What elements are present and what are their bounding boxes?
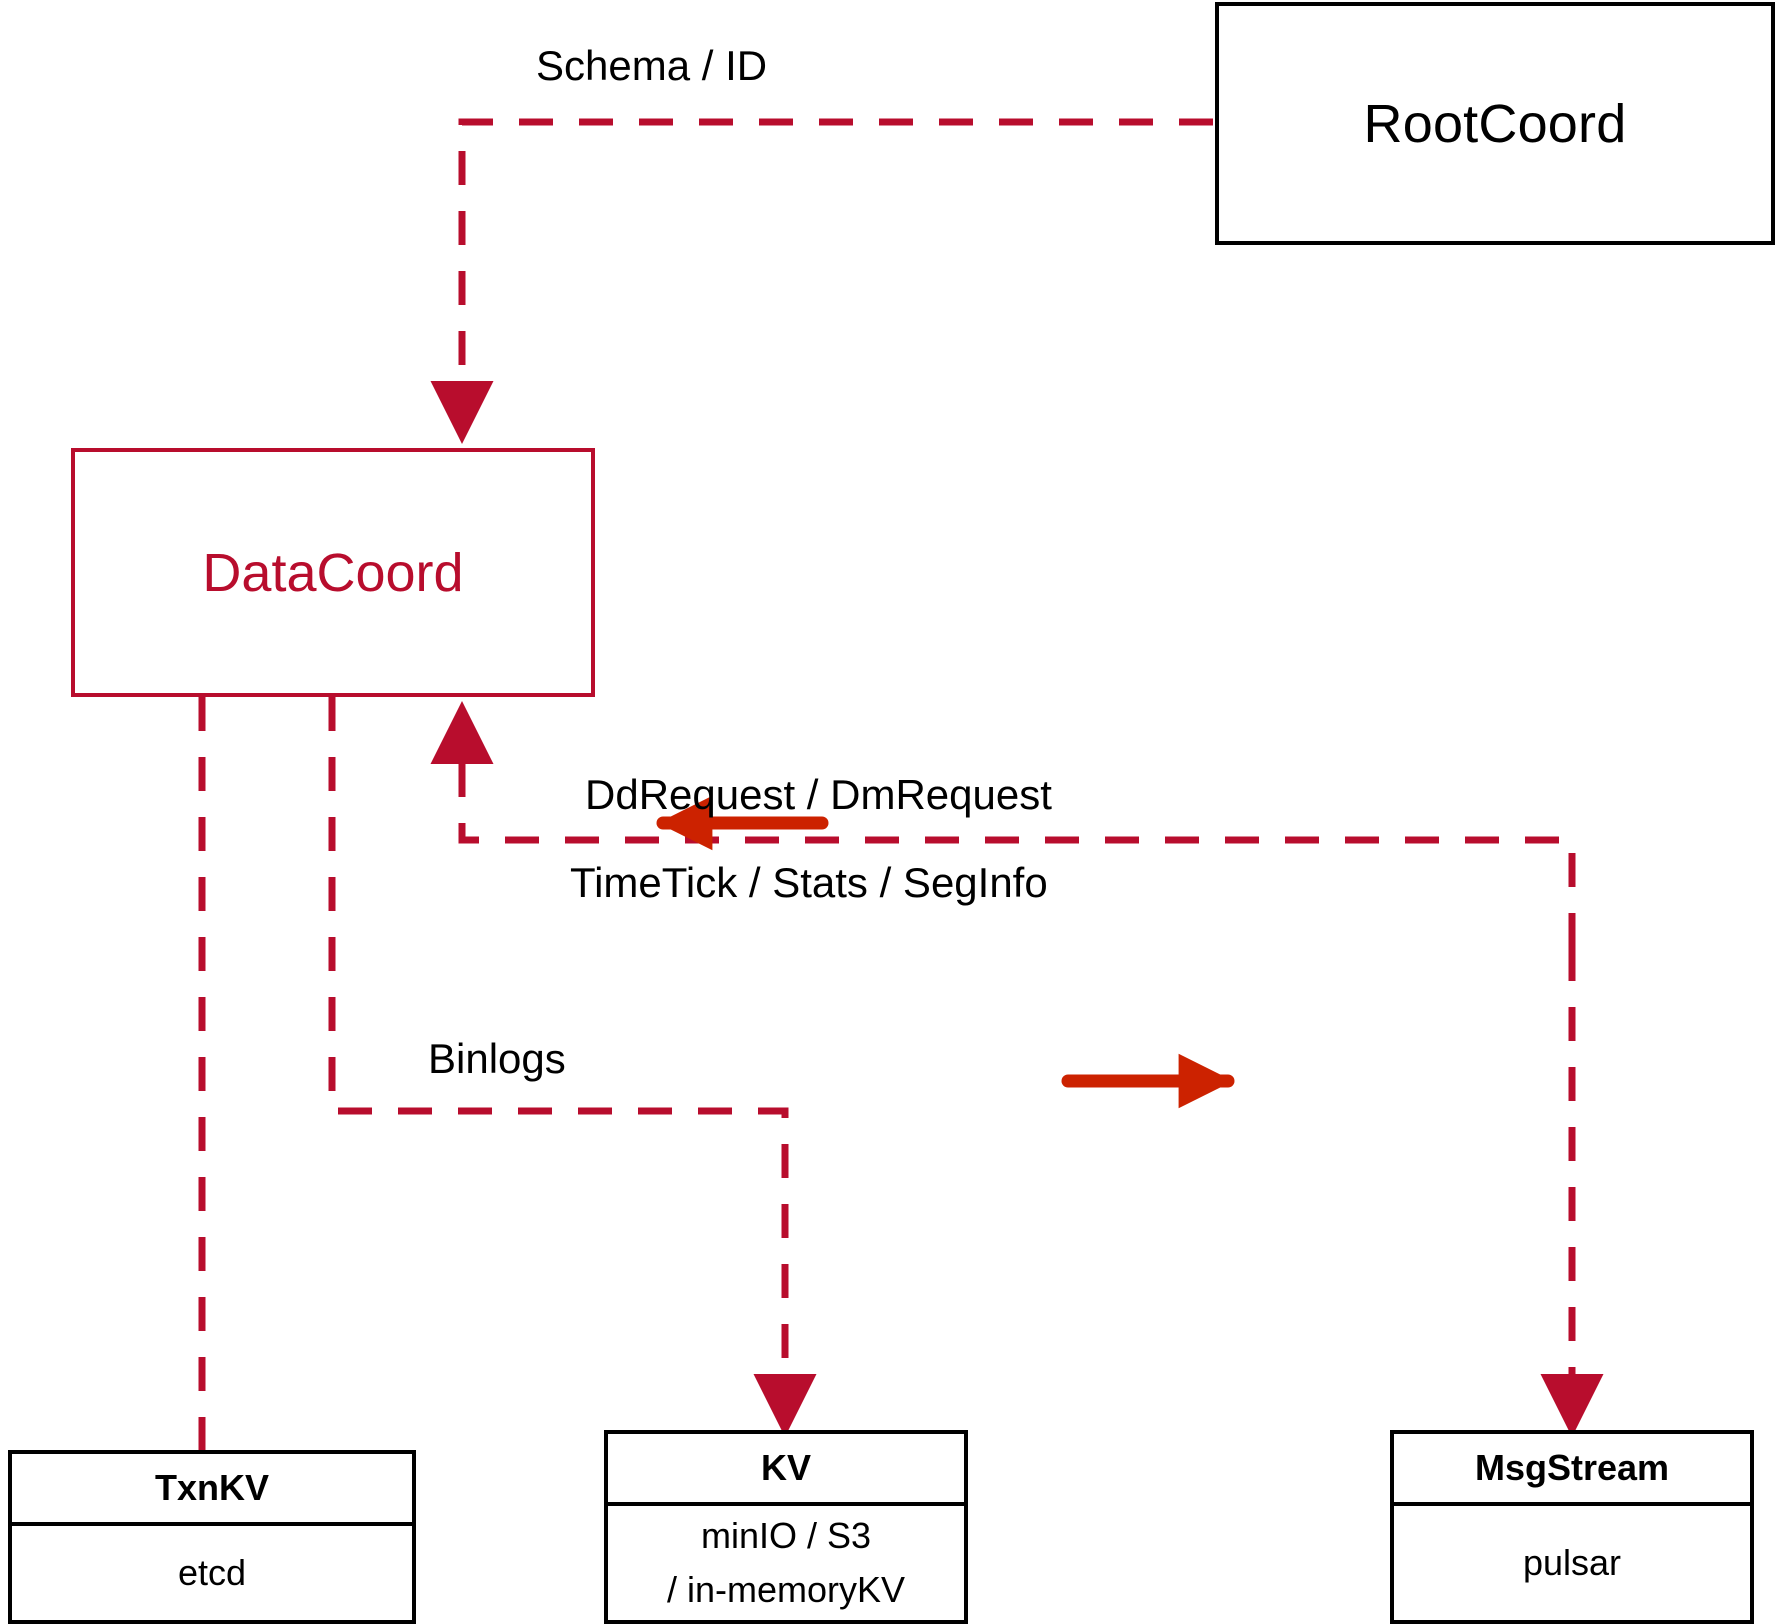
edge-label-binlogs-text: Binlogs xyxy=(428,1035,566,1082)
node-txnkv-body: etcd xyxy=(12,1526,412,1620)
node-msgstream-body-line-1: pulsar xyxy=(1522,1542,1622,1583)
node-datacoord-label-wrap: DataCoord xyxy=(75,452,591,693)
node-datacoord[interactable]: DataCoord xyxy=(71,448,595,697)
node-kv-body: minIO / S3 / in-memoryKV xyxy=(608,1506,964,1620)
edge-label-schema-id-text: Schema / ID xyxy=(536,42,768,89)
node-kv-header: KV xyxy=(608,1434,964,1502)
node-txnkv[interactable]: TxnKV etcd xyxy=(8,1450,416,1624)
node-msgstream-divider xyxy=(1394,1502,1750,1506)
node-kv-header-label: KV xyxy=(760,1447,811,1488)
node-msgstream-header: MsgStream xyxy=(1394,1434,1750,1502)
edge-label-ddrequest-text: DdRequest / DmRequest xyxy=(585,771,1052,818)
node-kv-divider xyxy=(608,1502,964,1506)
edge-schema-id xyxy=(430,118,1213,444)
node-txnkv-header: TxnKV xyxy=(12,1454,412,1522)
node-rootcoord-label: RootCoord xyxy=(1363,93,1627,154)
node-txnkv-divider xyxy=(12,1522,412,1526)
node-kv-body-line-2: / in-memoryKV xyxy=(666,1569,906,1610)
node-rootcoord[interactable]: RootCoord xyxy=(1215,2,1775,245)
node-kv-body-line-1: minIO / S3 xyxy=(700,1515,872,1556)
node-rootcoord-label-wrap: RootCoord xyxy=(1219,6,1771,241)
node-msgstream-header-label: MsgStream xyxy=(1474,1447,1670,1488)
edge-label-timetick-text: TimeTick / Stats / SegInfo xyxy=(570,859,1048,906)
node-txnkv-header-label: TxnKV xyxy=(154,1467,269,1508)
node-txnkv-body-line-1: etcd xyxy=(177,1552,247,1593)
edge-label-binlogs: Binlogs xyxy=(428,1038,566,1080)
edge-label-schema-id: Schema / ID xyxy=(536,45,767,87)
edge-msgstream-channel xyxy=(430,701,1576,947)
node-msgstream[interactable]: MsgStream pulsar xyxy=(1390,1430,1754,1624)
node-msgstream-body: pulsar xyxy=(1394,1506,1750,1620)
edge-label-ddrequest: DdRequest / DmRequest xyxy=(585,774,1052,816)
node-kv[interactable]: KV minIO / S3 / in-memoryKV xyxy=(604,1430,968,1624)
edge-label-timetick: TimeTick / Stats / SegInfo xyxy=(570,862,1048,904)
node-datacoord-label: DataCoord xyxy=(202,542,464,603)
